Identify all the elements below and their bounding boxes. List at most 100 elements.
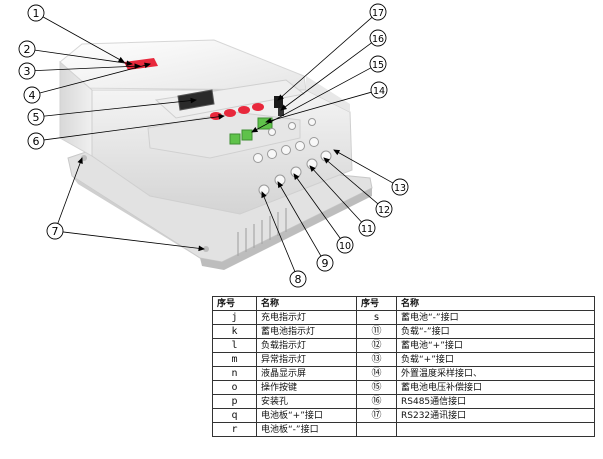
- leader-line: [43, 115, 225, 141]
- mounting-hole-bottom: [203, 246, 209, 252]
- terminal-holes: [253, 118, 332, 196]
- callout-circle: [391, 178, 409, 196]
- legend-name-cell: RS485通信接口: [396, 394, 595, 409]
- callout-17: 17: [369, 3, 387, 21]
- legend-name-cell: 负载指示灯: [256, 338, 357, 353]
- callout-number: 7: [52, 225, 59, 238]
- legend-index-cell: o: [212, 380, 257, 395]
- callout-number: 2: [24, 43, 31, 56]
- callout-circle: [369, 3, 387, 21]
- leader-line: [265, 91, 372, 123]
- leader-line: [43, 99, 197, 117]
- heatsink-fins: [237, 208, 287, 256]
- callout-number: 17: [372, 8, 384, 19]
- callout-2: 2: [18, 40, 36, 58]
- legend-index-cell: k: [212, 324, 257, 339]
- callout-number: 1: [33, 7, 40, 20]
- legend-index-cell: q: [212, 408, 257, 423]
- callout-circle: [369, 29, 387, 47]
- legend-index-cell: ⑬: [356, 352, 397, 367]
- callout-3: 3: [18, 62, 36, 80]
- leader-line: [42, 16, 125, 63]
- callout-number: 11: [361, 224, 373, 235]
- legend-name-cell: RS232通讯接口: [396, 408, 595, 423]
- leader-arrowhead: [293, 173, 300, 181]
- leader-line: [34, 65, 141, 72]
- callout-circle: [23, 86, 41, 104]
- leader-line: [57, 157, 83, 224]
- controller-housing: [59, 39, 353, 215]
- legend-index-cell: n: [212, 366, 257, 381]
- legend-index-cell: m: [212, 352, 257, 367]
- leader-arrowhead: [265, 117, 272, 124]
- legend-name-cell: 电池板“-”接口: [256, 422, 357, 437]
- legend-index-cell: [356, 422, 397, 437]
- leader-arrowhead: [323, 157, 330, 164]
- legend-header-name: 名称: [256, 296, 357, 311]
- leader-arrowhead: [280, 104, 288, 111]
- legend-name-cell: 蓄电池指示灯: [256, 324, 357, 339]
- leader-line: [34, 49, 133, 65]
- leader-arrowhead: [117, 56, 125, 63]
- leader-line: [39, 63, 151, 94]
- legend-name-cell: 充电指示灯: [256, 310, 357, 325]
- leader-line: [293, 173, 341, 239]
- legend-header-index: 序号: [212, 296, 257, 311]
- legend-index-cell: s: [356, 310, 397, 325]
- mounting-hole-left: [81, 155, 87, 161]
- leader-line: [251, 67, 372, 133]
- leader-line: [280, 42, 372, 111]
- legend-name-cell: 蓄电池电压补偿接口: [396, 380, 595, 395]
- leader-arrowhead: [261, 191, 267, 199]
- leader-arrowhead: [198, 245, 205, 252]
- legend-name-cell: 液晶显示屏: [256, 366, 357, 381]
- legend-name-cell: 负载“+”接口: [396, 352, 595, 367]
- leader-arrowhead: [77, 157, 83, 165]
- leader-arrowhead: [277, 94, 284, 101]
- legend-index-cell: r: [212, 422, 257, 437]
- callout-circle: [375, 200, 393, 218]
- leader-arrowhead: [251, 126, 259, 133]
- legend-name-cell: 蓄电池“-”接口: [396, 310, 595, 325]
- legend-name-cell: 异常指示灯: [256, 352, 357, 367]
- callout-8: 8: [289, 270, 307, 288]
- callout-14: 14: [370, 81, 388, 99]
- leader-arrowhead: [144, 62, 151, 69]
- callout-number: 13: [394, 183, 406, 194]
- callout-7: 7: [46, 222, 64, 240]
- callout-circle: [369, 55, 387, 73]
- legend-name-cell: 电池板“+”接口: [256, 408, 357, 423]
- callout-4: 4: [23, 86, 41, 104]
- callout-16: 16: [369, 29, 387, 47]
- callout-number: 16: [372, 34, 384, 45]
- legend-index-cell: ⑯: [356, 394, 397, 409]
- callout-9: 9: [316, 254, 334, 272]
- callout-circle: [336, 236, 354, 254]
- leader-arrowhead: [333, 149, 341, 156]
- indicator-leds: [124, 58, 158, 70]
- legend-name-cell: 外置温度采样接口、: [396, 366, 595, 381]
- legend-index-cell: ⑪: [356, 324, 397, 339]
- callout-10: 10: [336, 236, 354, 254]
- callout-12: 12: [375, 200, 393, 218]
- leader-line: [333, 149, 394, 184]
- callout-number: 9: [322, 257, 329, 270]
- legend-index-cell: ⑭: [356, 366, 397, 381]
- leader-line: [277, 181, 322, 257]
- callout-circle: [27, 132, 45, 150]
- callout-circle: [370, 81, 388, 99]
- callout-number: 8: [295, 273, 302, 286]
- callout-number: 6: [33, 135, 40, 148]
- legend-name-cell: 负载“-”接口: [396, 324, 595, 339]
- legend-index-cell: ⑮: [356, 380, 397, 395]
- callout-circle: [316, 254, 334, 272]
